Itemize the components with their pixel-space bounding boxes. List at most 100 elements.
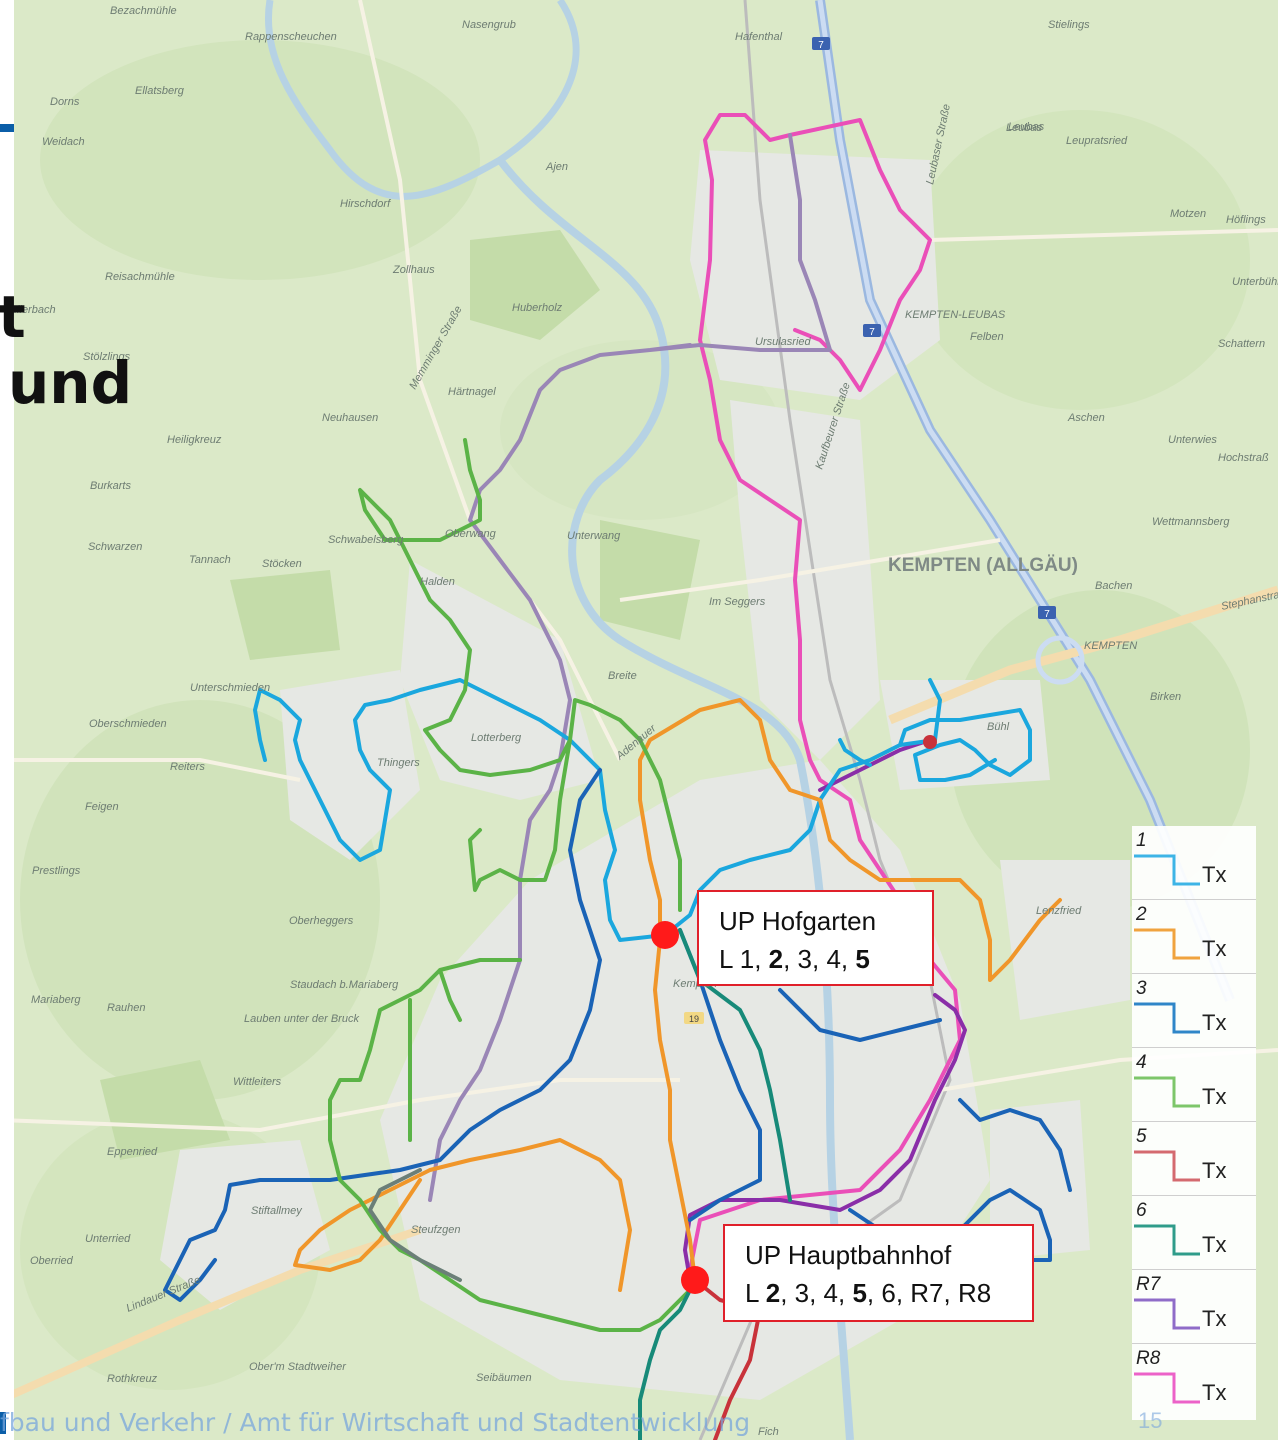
callout-line-segment: 5 bbox=[852, 1278, 867, 1308]
place-label: Wittleiters bbox=[233, 1076, 282, 1088]
place-label: Höflings bbox=[1226, 214, 1266, 226]
poi-marker bbox=[923, 735, 937, 749]
stop-marker-hauptbahnhof[interactable] bbox=[681, 1266, 709, 1294]
place-label: Ober'm Stadtweiher bbox=[249, 1361, 347, 1373]
place-label: Rappenscheuchen bbox=[245, 31, 337, 43]
place-label: Zollhaus bbox=[392, 264, 435, 276]
legend-suffix: Tx bbox=[1202, 1380, 1227, 1405]
legend-suffix: Tx bbox=[1202, 936, 1227, 961]
callout-line-segment: 2 bbox=[768, 944, 784, 974]
place-label: Huberholz bbox=[512, 302, 563, 314]
footer-accent bbox=[0, 1412, 6, 1434]
place-label: Tannach bbox=[189, 554, 231, 566]
place-label: Rauhen bbox=[107, 1002, 146, 1014]
place-label: Hirschdorf bbox=[340, 198, 391, 210]
route-6-west bbox=[368, 1168, 462, 1282]
interchange-label: KEMPTEN-LEUBAS bbox=[905, 309, 1006, 321]
title-fragment-2: und bbox=[8, 349, 133, 417]
place-label: Halden bbox=[420, 576, 455, 588]
place-label: Breite bbox=[608, 670, 637, 682]
place-label: Schwarzen bbox=[88, 541, 142, 553]
legend-suffix: Tx bbox=[1202, 1084, 1227, 1109]
place-label: Dorns bbox=[50, 96, 80, 108]
callout-hauptbahnhof: UP Hauptbahnhof L 2, 3, 4, 5, 6, R7, R8 bbox=[723, 1224, 1034, 1322]
a7-shield-2: 7 bbox=[869, 327, 875, 338]
callout-hofgarten: UP Hofgarten L 1, 2, 3, 4, 5 bbox=[697, 890, 934, 986]
legend-swatch-icon bbox=[1134, 928, 1200, 960]
place-label: Ajen bbox=[545, 161, 568, 173]
place-label: Felben bbox=[970, 331, 1004, 343]
a7-shield-3: 7 bbox=[1044, 609, 1050, 620]
road-shields: 7 7 7 19 bbox=[684, 37, 1056, 1024]
legend-swatch-icon bbox=[1134, 1372, 1200, 1404]
legend-swatch-icon bbox=[1134, 1076, 1200, 1108]
callout-line-segment: , 3, 4, bbox=[780, 1278, 853, 1308]
place-label: Stölzlings bbox=[83, 351, 131, 363]
place-label: Unterwang bbox=[567, 530, 621, 542]
place-label: Prestlings bbox=[32, 865, 81, 877]
place-label: Seibäumen bbox=[476, 1372, 532, 1384]
route-3 bbox=[163, 768, 1072, 1302]
title-fragment-1: t bbox=[0, 283, 26, 351]
place-label: Hafenthal bbox=[735, 31, 783, 43]
place-label: Oberheggers bbox=[289, 915, 354, 927]
legend-label: R7 bbox=[1136, 1274, 1161, 1295]
place-label: Reiters bbox=[170, 761, 205, 773]
slide-footer: fbau und Verkehr / Amt für Wirtschaft un… bbox=[0, 1408, 751, 1437]
place-label: Feigen bbox=[85, 801, 119, 813]
place-label: Mariaberg bbox=[31, 994, 81, 1006]
page-number: 15 bbox=[1138, 1408, 1163, 1433]
place-label: Wettmannsberg bbox=[1152, 516, 1230, 528]
legend-swatch-icon bbox=[1134, 1002, 1200, 1034]
callout-title: UP Hofgarten bbox=[719, 906, 877, 936]
a7-shield-1: 7 bbox=[818, 40, 824, 51]
place-label: Lauben unter der Bruck bbox=[244, 1013, 359, 1025]
place-label: Im Seggers bbox=[709, 596, 766, 608]
legend-suffix: Tx bbox=[1202, 1232, 1227, 1257]
legend-label: 5 bbox=[1136, 1126, 1147, 1147]
place-label: Ursulasried bbox=[755, 336, 812, 348]
place-label: Lenzfried bbox=[1036, 905, 1082, 917]
slide-left-margin bbox=[0, 0, 14, 1440]
river-iller bbox=[496, 157, 854, 1440]
place-label: Schattern bbox=[1218, 338, 1265, 350]
place-label: Aschen bbox=[1067, 412, 1105, 424]
highway-a7 bbox=[0, 0, 1278, 1404]
callout-line-segment: , bbox=[754, 944, 769, 974]
place-label: Staudach b.Mariaberg bbox=[290, 979, 399, 991]
place-label: Lotterberg bbox=[471, 732, 522, 744]
legend-suffix: Tx bbox=[1202, 1158, 1227, 1183]
slide-accent-bar bbox=[0, 124, 14, 132]
place-label: Reisachmühle bbox=[105, 271, 175, 283]
route-r7-north bbox=[428, 133, 832, 1202]
place-label: Ellatsberg bbox=[135, 85, 185, 97]
route-1 bbox=[253, 678, 1032, 942]
legend-label: 6 bbox=[1136, 1200, 1147, 1221]
legend-label: 1 bbox=[1136, 830, 1147, 851]
place-label: Heiligkreuz bbox=[167, 434, 222, 446]
place-label: Unterried bbox=[85, 1233, 131, 1245]
place-label: Nasengrub bbox=[462, 19, 516, 31]
legend-suffix: Tx bbox=[1202, 1306, 1227, 1331]
place-label: Neuhausen bbox=[322, 412, 378, 424]
legend-swatch-icon bbox=[1134, 1298, 1200, 1330]
legend-label: 4 bbox=[1136, 1052, 1147, 1073]
callout-line-segment: 1 bbox=[739, 944, 755, 974]
legend-swatch-icon bbox=[1134, 1150, 1200, 1182]
place-label: Unterwies bbox=[1168, 434, 1217, 446]
callout-line-segment: 2 bbox=[765, 1278, 781, 1308]
stop-marker-hofgarten[interactable] bbox=[651, 921, 679, 949]
legend-label: R8 bbox=[1136, 1348, 1161, 1369]
place-label: Oberried bbox=[30, 1255, 74, 1267]
place-label: Bachen bbox=[1095, 580, 1132, 592]
place-label: Burkarts bbox=[90, 480, 131, 492]
place-label: Eppenried bbox=[107, 1146, 158, 1158]
place-label: Birken bbox=[1150, 691, 1181, 703]
place-label: Weidach bbox=[42, 136, 85, 148]
